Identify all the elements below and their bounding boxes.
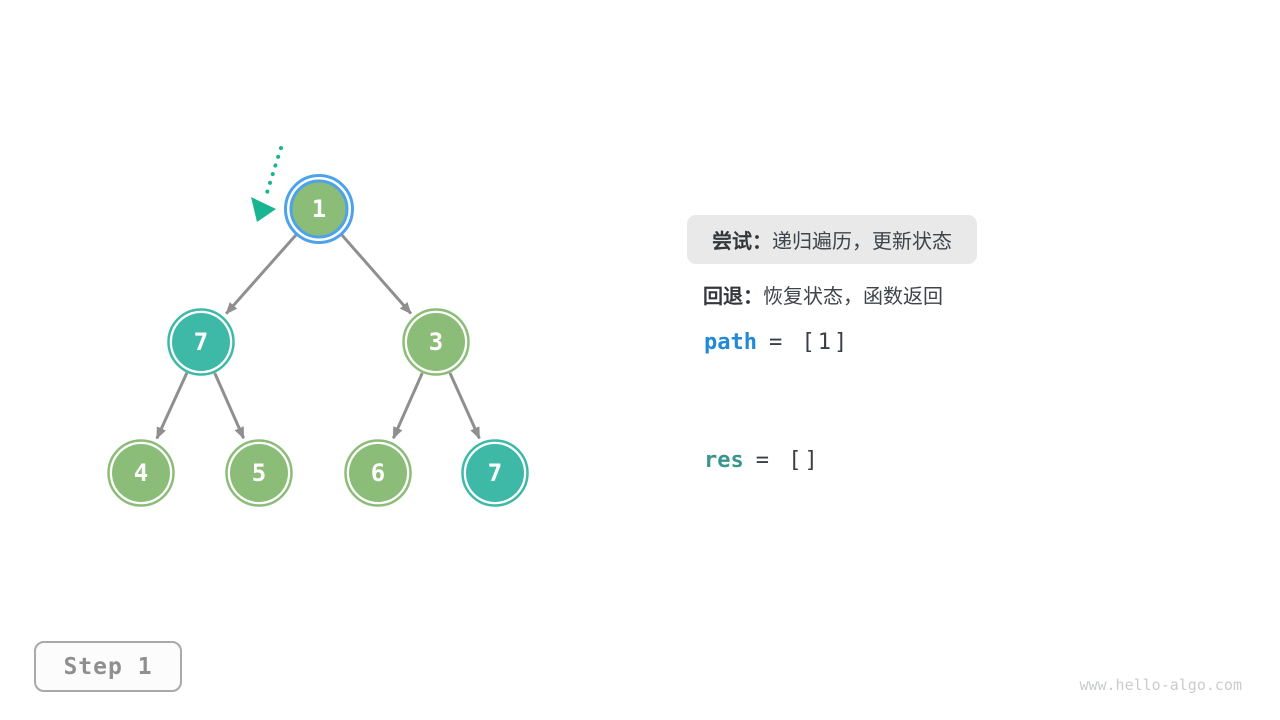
node-circle [172,313,230,371]
node-circle [230,444,288,502]
res-variable-name: res [704,448,744,473]
step-badge-label: Step 1 [63,653,153,680]
tree-node-5: 5 [225,439,293,507]
tree-edge [448,372,481,440]
node-label: 6 [371,459,385,487]
node-circle [407,313,465,371]
tree-svg: 1 7 3 4 5 6 7 [107,146,529,507]
tree-node-7: 7 [461,439,529,507]
tree-node-1: 1 [284,174,354,244]
pointer-arrowhead [251,197,276,222]
path-variable-name: path [704,330,757,355]
node-circle [112,444,170,502]
try-label: 尝试： [712,231,772,253]
node-circle [289,179,349,239]
pointer-arrow [264,146,283,198]
res-variable-value: = [] [755,448,821,473]
node-circle [349,444,407,502]
tree-edge [225,233,298,315]
node-label: 7 [194,328,208,356]
tree-node-3: 3 [402,308,470,376]
node-label: 5 [252,459,266,487]
tree-edge [340,233,413,315]
path-variable-value: = [1] [768,330,851,355]
try-text: 递归遍历，更新状态 [772,231,952,253]
node-label: 7 [488,459,502,487]
watermark: www.hello-algo.com [1079,676,1242,694]
node-circle [466,444,524,502]
node-label: 1 [312,195,326,223]
res-variable: res = [] [704,448,821,473]
back-text: 恢复状态，函数返回 [763,286,943,308]
tree-node-6: 6 [344,439,412,507]
tree-edge [155,372,189,440]
step-badge: Step 1 [34,641,182,692]
tree-node-7: 7 [167,308,235,376]
node-label: 3 [429,328,443,356]
path-variable: path = [1] [704,330,850,355]
tree-edge [213,372,245,440]
annotation-try: 尝试：递归遍历，更新状态 [687,215,977,264]
tree-node-4: 4 [107,439,175,507]
node-label: 4 [134,459,148,487]
annotation-back: 回退：恢复状态，函数返回 [703,280,943,309]
back-label: 回退： [703,286,763,308]
tree-edge [392,372,424,440]
